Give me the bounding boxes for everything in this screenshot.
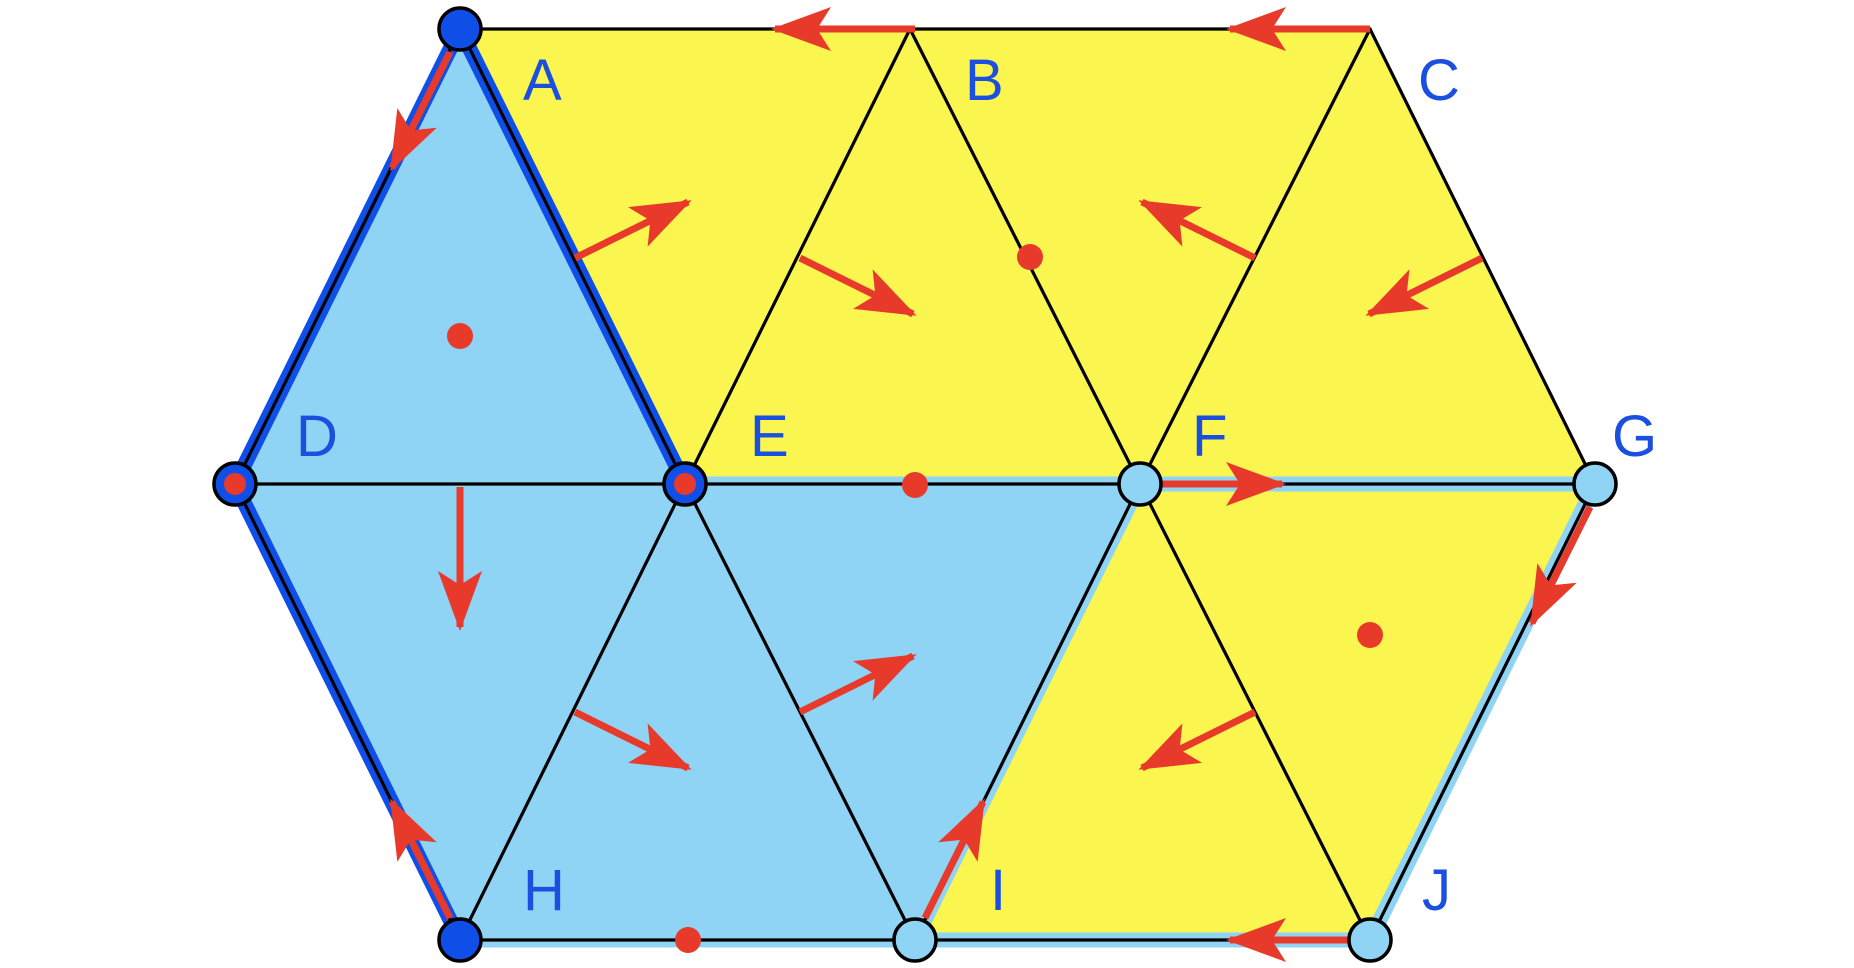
arrows [388, 6, 1594, 962]
label-J: J [1422, 858, 1451, 923]
arrow-face-BEF [798, 254, 917, 318]
arrow-face-BFC [1138, 198, 1257, 262]
vertex-D-inner-dot [224, 473, 246, 495]
label-F: F [1192, 404, 1227, 469]
edge-A-E [458, 27, 687, 486]
edge-C-G [1368, 27, 1597, 486]
face-BEF [685, 29, 1140, 484]
arrow-face-EFI [798, 652, 917, 716]
dot-edge-E-F [902, 472, 928, 498]
red-dots [447, 244, 1383, 953]
face-BFC [910, 29, 1370, 484]
dot-edge-B-F [1017, 244, 1043, 270]
vertex-J[interactable] [1347, 917, 1393, 963]
dot-face-ADE [447, 323, 473, 349]
arrow-I-to-F [921, 798, 987, 920]
arrow-H-to-D [388, 798, 454, 920]
label-I: I [990, 858, 1006, 923]
face-EFI [685, 484, 1140, 940]
label-A: A [523, 48, 562, 113]
label-G: G [1612, 404, 1657, 469]
dot-edge-H-I [675, 927, 701, 953]
edge-G-J [1368, 482, 1597, 942]
vertex-F[interactable] [1117, 461, 1163, 507]
arrow-face-FIJ [1138, 708, 1257, 772]
vertex-H[interactable] [437, 917, 483, 963]
face-FGJ [1140, 484, 1595, 940]
face-EHI [460, 484, 915, 940]
label-C: C [1418, 48, 1460, 113]
face-FIJ [915, 484, 1370, 940]
arrow-face-EHI [573, 708, 692, 772]
arrow-face-CFG [1365, 254, 1484, 318]
vertex-A[interactable] [437, 6, 483, 52]
vertex-G[interactable] [1572, 461, 1618, 507]
dot-face-FGJ [1357, 622, 1383, 648]
label-E: E [750, 404, 789, 469]
vertex-E-inner-dot [674, 473, 696, 495]
vertex-I[interactable] [892, 917, 938, 963]
face-DEH [235, 484, 685, 940]
vertices [212, 6, 1618, 963]
faces [235, 29, 1595, 940]
label-B: B [965, 48, 1004, 113]
arrow-A-to-D [388, 50, 454, 172]
face-CFG [1140, 29, 1595, 484]
edge-B-E [683, 27, 912, 486]
label-D: D [296, 404, 338, 469]
arrow-G-to-J [1528, 505, 1594, 627]
edge-E-H [458, 482, 687, 942]
face-AEB [460, 29, 910, 484]
arrow-face-AEB [573, 198, 692, 262]
face-ADE [235, 29, 685, 484]
label-H: H [523, 858, 565, 923]
vertex-labels: A B C D E F G H I J [296, 48, 1657, 923]
